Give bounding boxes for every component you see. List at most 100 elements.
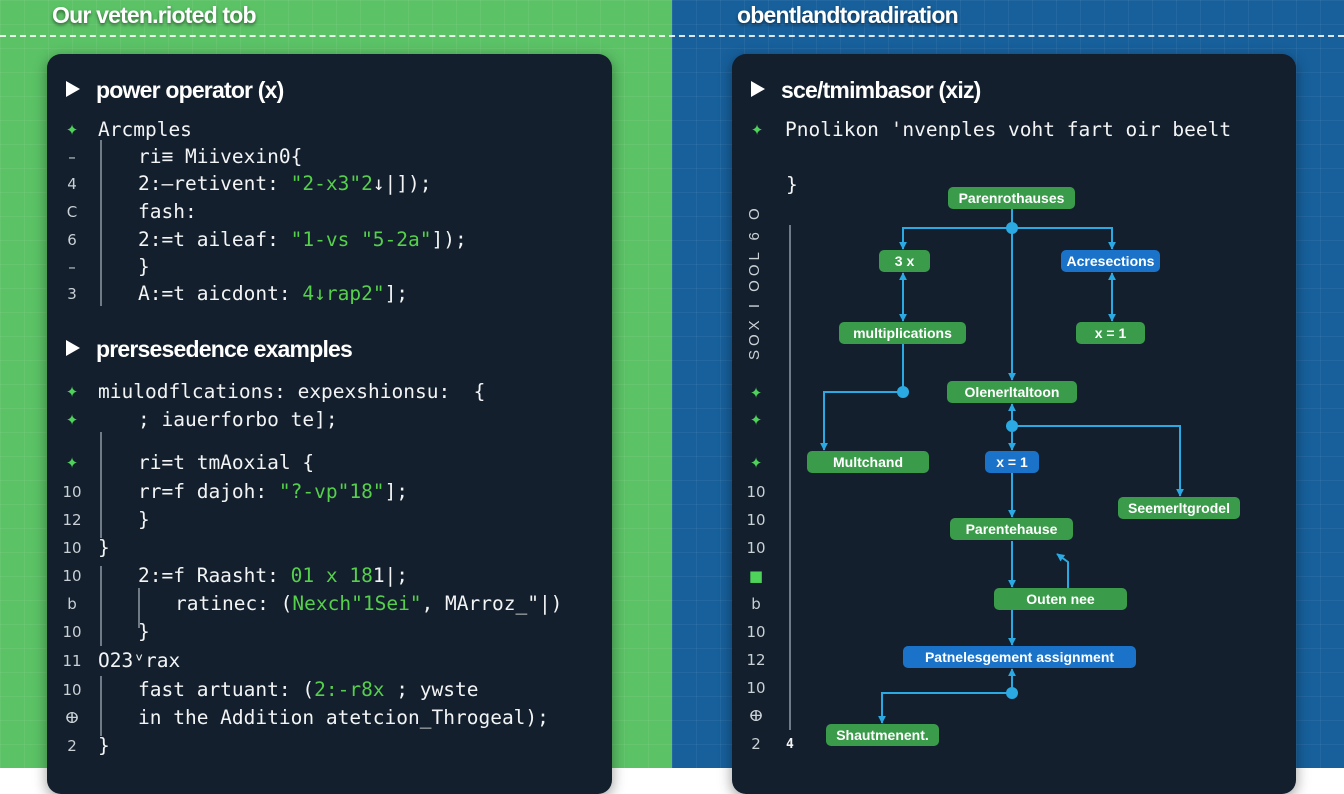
- code-line[interactable]: Arcmples: [98, 118, 192, 142]
- string-literal: "1-vs "5-2a": [290, 228, 432, 251]
- code-line[interactable]: ri=t tmAoxial {: [138, 451, 314, 475]
- code-token: rr=f dajoh:: [138, 480, 279, 503]
- code-token: ratinec: (: [175, 592, 293, 615]
- diagram-node[interactable]: x = 1: [1076, 322, 1145, 344]
- line-number: –: [68, 148, 76, 166]
- line-number: ✦: [65, 454, 79, 472]
- code-line[interactable]: 2:=f Raasht: 01 x 181|;: [138, 564, 408, 588]
- diagram-node[interactable]: multiplications: [839, 322, 966, 344]
- code-line[interactable]: fash:: [138, 200, 197, 224]
- node-label: Shautmenent.: [836, 727, 929, 743]
- code-token: ri=t tmAoxial {: [138, 451, 315, 474]
- gutter-mark: b: [751, 595, 761, 613]
- node-box: [948, 187, 1075, 209]
- node-label: Patnelesgement assignment: [925, 649, 1114, 665]
- diagram-node[interactable]: Parentehause: [950, 518, 1073, 540]
- string-literal: 01 x 18: [290, 564, 373, 587]
- node-label: multiplications: [853, 325, 952, 341]
- code-line[interactable]: in the Addition atetcion_Throgeal);: [138, 706, 549, 730]
- code-line[interactable]: fast artuant: (2:-r8x ; ywste: [138, 678, 478, 702]
- gutter-mark: 10: [746, 539, 766, 557]
- gutter-mark: 12: [746, 651, 766, 669]
- code-line[interactable]: }: [98, 536, 110, 560]
- diagram-node[interactable]: Multchand: [807, 451, 929, 473]
- code-token: }: [98, 734, 110, 757]
- code-line[interactable]: ; iauerforbo te];: [138, 408, 338, 432]
- diagram-node[interactable]: x = 1: [985, 451, 1039, 473]
- corner-mark: 4: [786, 737, 794, 752]
- diagram-edge: [1012, 227, 1116, 250]
- indent-guide: [100, 140, 102, 306]
- string-literal: 2:-r8x: [314, 678, 385, 701]
- diagram-node[interactable]: Patnelesgement assignment: [903, 646, 1136, 668]
- code-line[interactable]: miulodflcations: expexshionsu: {: [98, 380, 485, 404]
- node-box: [1061, 250, 1160, 272]
- line-number: –: [68, 258, 76, 276]
- junction-dot: [897, 386, 909, 398]
- line-number: 10: [62, 483, 82, 501]
- code-line[interactable]: 2:=t aileaf: "1-vs "5-2a"]);: [138, 228, 467, 252]
- code-token: }: [138, 255, 150, 278]
- node-label: Seemerltgrodel: [1128, 500, 1230, 516]
- left-code-panel: [47, 54, 612, 794]
- code-token: }: [138, 620, 150, 643]
- node-label: Olenerltaltoon: [965, 384, 1060, 400]
- code-line[interactable]: }: [138, 255, 150, 279]
- node-box: [1118, 497, 1240, 519]
- line-number: 10: [62, 681, 82, 699]
- diagram-edge: [1056, 553, 1069, 588]
- line-number: 4: [67, 175, 77, 193]
- node-box: [950, 518, 1073, 540]
- gutter-mark: 10: [746, 511, 766, 529]
- code-line[interactable]: ratinec: (Nexch"1Sei", MArroz_"|): [175, 592, 562, 616]
- code-token: O23ᵛrax: [98, 649, 181, 672]
- triangle-icon: [751, 81, 765, 97]
- code-token: ; ywste: [384, 678, 479, 701]
- heading-text: sce/tmimbasor (xiz): [781, 77, 981, 103]
- indent-guide: [138, 588, 140, 628]
- line-number: 12: [62, 511, 82, 529]
- code-token: 2:–retivent:: [138, 172, 291, 195]
- diagram-node[interactable]: Acresections: [1061, 250, 1160, 272]
- code-token: 2:=t aileaf:: [138, 228, 291, 251]
- diagram-node[interactable]: Seemerltgrodel: [1118, 497, 1240, 519]
- code-token: ↓|]);: [372, 172, 432, 195]
- diagram-edge: [820, 343, 904, 451]
- junction-dot: [1006, 687, 1018, 699]
- line-number: 2: [67, 737, 77, 755]
- code-line[interactable]: O23ᵛrax: [98, 649, 180, 673]
- code-line[interactable]: 2:–retivent: "2-x3"2↓|]);: [138, 172, 432, 196]
- node-label: Outen nee: [1026, 591, 1095, 607]
- diagram-node[interactable]: Parenrothauses: [948, 187, 1075, 209]
- node-label: Parenrothauses: [959, 190, 1065, 206]
- heading-text: prersesedence examples: [96, 336, 353, 362]
- code-line[interactable]: }: [138, 508, 150, 532]
- junction-dot: [1006, 420, 1018, 432]
- diagram-node[interactable]: Outen nee: [994, 588, 1127, 610]
- string-literal: 4↓rap2": [302, 282, 385, 305]
- code-line[interactable]: rr=f dajoh: "?-vp"18"];: [138, 480, 408, 504]
- code-line[interactable]: ri≡ Miivexin0{: [138, 145, 302, 169]
- diagram-node[interactable]: Shautmenent.: [826, 724, 939, 746]
- diagram-node[interactable]: 3 x: [879, 250, 930, 272]
- line-number: 10: [62, 623, 82, 641]
- code-token: , MArroz_"|): [421, 592, 563, 615]
- dashed-divider: [0, 35, 1344, 37]
- node-box: [807, 451, 929, 473]
- line-number: ✦: [65, 121, 79, 139]
- node-box: [879, 250, 930, 272]
- line-number: 10: [62, 539, 82, 557]
- code-line[interactable]: A:=t aicdont: 4↓rap2"];: [138, 282, 408, 306]
- code-token: 2:=f Raasht:: [138, 564, 291, 587]
- code-token: in the Addition atetcion_Throgeal);: [138, 706, 549, 729]
- node-box: [1076, 322, 1145, 344]
- node-box: [994, 588, 1127, 610]
- triangle-icon: [66, 340, 80, 356]
- diagram-edge: [1012, 425, 1184, 497]
- code-line[interactable]: }: [138, 620, 150, 644]
- code-line[interactable]: }: [98, 734, 110, 758]
- line-number: b: [67, 595, 77, 613]
- code-token: ; iauerforbo te];: [138, 408, 338, 431]
- diagram-node[interactable]: Olenerltaltoon: [947, 381, 1077, 403]
- code-token: fash:: [138, 200, 197, 223]
